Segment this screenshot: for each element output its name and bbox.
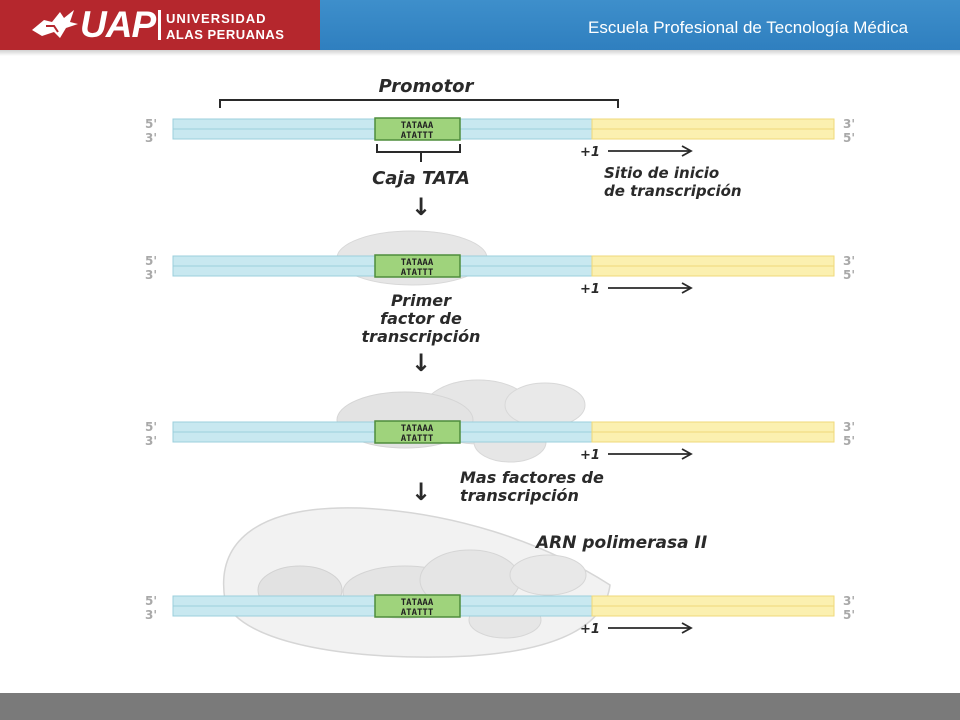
strand-end-5-right: 5'	[843, 608, 855, 622]
strand-end-3-right: 3'	[843, 594, 855, 608]
promoter-label: Promotor	[379, 76, 475, 97]
first-factor-label-line1: Primer	[391, 291, 452, 310]
transcription-factor-complex	[336, 379, 586, 463]
polymerase-label: ARN polimerasa II	[534, 533, 707, 553]
arrowhead-icon	[681, 448, 693, 460]
tss-mark: +1	[580, 145, 600, 160]
tata-box	[374, 254, 461, 278]
tss-label-line2: de transcripción	[604, 182, 742, 200]
step-arrow-2: ↓	[411, 349, 431, 377]
tata-box	[374, 594, 461, 618]
more-factors-label-line1: Mas factores de	[460, 468, 604, 487]
transcription-diagram: Promotor TATAAA ATATTT 5' 3' 3' 5' +1 Ca…	[145, 76, 855, 658]
dna-coding-yellow-bottom	[591, 128, 835, 140]
strand-end-3-left: 3'	[145, 608, 157, 622]
strand-end-3-right: 3'	[843, 254, 855, 268]
dna-coding-yellow-bottom	[591, 605, 835, 617]
tata-top-sequence: TATAAA	[401, 598, 434, 608]
dna-strand-row-3: TATAAA ATATTT 5' 3' 3' 5' +1	[145, 420, 855, 463]
dna-coding-yellow-top	[591, 255, 835, 267]
first-factor-label-line2: factor de	[380, 309, 462, 328]
dna-coding-yellow-bottom	[591, 431, 835, 443]
strand-end-5-right: 5'	[843, 131, 855, 145]
logo-university-line1: UNIVERSIDAD	[166, 11, 267, 26]
tata-bottom-sequence: ATATTT	[401, 268, 434, 278]
tata-top-sequence: TATAAA	[401, 121, 434, 131]
header-bar: UAP UNIVERSIDAD ALAS PERUANAS Escuela Pr…	[0, 0, 960, 50]
dna-coding-yellow-top	[591, 118, 835, 130]
tata-box	[374, 420, 461, 444]
step-arrow-1: ↓	[411, 193, 431, 221]
dna-strand-row-2: TATAAA ATATTT 5' 3' 3' 5' +1	[145, 254, 855, 297]
strand-end-5-left: 5'	[145, 254, 157, 268]
strand-end-3-right: 3'	[843, 420, 855, 434]
tata-box	[374, 117, 461, 141]
tss-mark: +1	[580, 622, 600, 637]
tss-mark: +1	[580, 448, 600, 463]
tss-label-line1: Sitio de inicio	[604, 164, 719, 182]
header-shadow	[0, 50, 960, 56]
strand-end-5-right: 5'	[843, 434, 855, 448]
more-factors-label-line2: transcripción	[460, 486, 579, 505]
arrowhead-icon	[681, 622, 693, 634]
tss-mark: +1	[580, 282, 600, 297]
step-arrow-3: ↓	[411, 478, 431, 506]
strand-end-5-left: 5'	[145, 117, 157, 131]
first-factor-label-line3: transcripción	[362, 327, 481, 346]
strand-end-5-right: 5'	[843, 268, 855, 282]
strand-end-3-left: 3'	[145, 434, 157, 448]
strand-end-3-left: 3'	[145, 268, 157, 282]
tata-top-sequence: TATAAA	[401, 258, 434, 268]
strand-end-5-left: 5'	[145, 594, 157, 608]
page-title: Escuela Profesional de Tecnología Médica	[588, 18, 909, 37]
tata-bottom-sequence: ATATTT	[401, 131, 434, 141]
header-title-panel	[320, 0, 960, 50]
dna-strand-row-4: TATAAA ATATTT 5' 3' 3' 5' +1	[145, 594, 855, 637]
dna-coding-yellow-top	[591, 595, 835, 607]
promoter-bracket	[219, 99, 619, 108]
dna-coding-yellow-top	[591, 421, 835, 433]
tata-label: Caja TATA	[372, 168, 470, 189]
logo-text: UAP	[80, 4, 156, 45]
tata-bottom-sequence: ATATTT	[401, 608, 434, 618]
arrowhead-icon	[681, 145, 693, 157]
eagle-logo-icon	[32, 10, 78, 38]
tata-top-sequence: TATAAA	[401, 424, 434, 434]
logo-divider	[158, 10, 161, 40]
logo-university-line2: ALAS PERUANAS	[166, 27, 285, 42]
arrowhead-icon	[681, 282, 693, 294]
strand-end-5-left: 5'	[145, 420, 157, 434]
strand-end-3-left: 3'	[145, 131, 157, 145]
tata-bottom-sequence: ATATTT	[401, 434, 434, 444]
tata-bracket	[376, 144, 461, 162]
dna-strand-row-1: TATAAA ATATTT 5' 3' 3' 5' +1	[145, 117, 855, 160]
strand-end-3-right: 3'	[843, 117, 855, 131]
dna-coding-yellow-bottom	[591, 265, 835, 277]
footer-bar	[0, 693, 960, 720]
